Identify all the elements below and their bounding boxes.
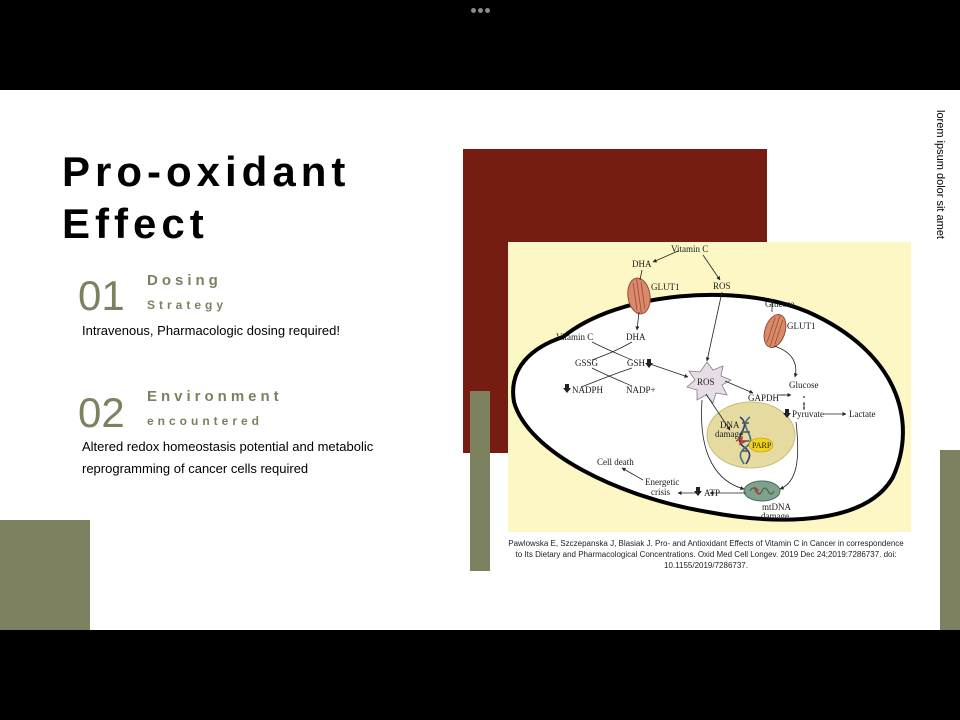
title-line-2: Effect — [62, 200, 209, 247]
label-mtdna-damage-line-2: damage — [761, 511, 789, 521]
decor-green-block-left — [0, 520, 90, 630]
label-cell-death: Cell death — [597, 457, 634, 467]
citation-line-3: 10.1155/2019/7286737. — [664, 561, 748, 570]
label-glucose-inner: Glucose — [789, 380, 819, 390]
figure-citation: Pawlowska E, Szczepanska J, Blasiak J. P… — [506, 538, 906, 571]
label-glucose-top: Glucose — [765, 299, 795, 309]
item-description-01: Intravenous, Pharmacologic dosing requir… — [82, 320, 340, 342]
decor-green-bar-right — [940, 450, 960, 630]
label-vitamin-c-inner: Vitamin C — [556, 332, 593, 342]
vitamin-c-mechanism-figure: Vitamin C DHA ROS GLUT1 Glucose GLUT1 Vi… — [508, 242, 911, 532]
label-glut1-left: GLUT1 — [651, 282, 680, 292]
label-nadph: NADPH — [572, 385, 604, 395]
label-ros-top: ROS — [713, 281, 731, 291]
glut1-transporter-right — [763, 314, 787, 348]
title-line-1: Pro-oxidant — [62, 148, 351, 195]
label-dna-damage-line-2: damage — [715, 429, 743, 439]
pathway-arrows — [580, 250, 847, 495]
cell-diagram: Vitamin C DHA ROS GLUT1 Glucose GLUT1 Vi… — [511, 244, 905, 522]
label-parp: PARP — [752, 441, 772, 450]
pathway-dots — [803, 396, 805, 409]
slide-title: Pro-oxidant Effect — [62, 146, 350, 250]
glut1-transporter-left — [627, 277, 651, 315]
dna-helix-icon — [738, 416, 752, 465]
window-menu-dots-icon[interactable] — [471, 8, 491, 14]
decor-green-bar-center — [470, 391, 490, 571]
label-ros-center: ROS — [697, 377, 715, 387]
label-mtdna-damage-line-1: mtDNA — [762, 502, 792, 512]
bottom-bar — [0, 630, 960, 720]
label-dna-damage-line-1: DNA — [720, 420, 740, 430]
dna-break-icon — [735, 436, 747, 446]
label-energetic-crisis-line-2: crisis — [651, 487, 670, 497]
item-description-02: Altered redox homeostasis potential and … — [82, 436, 373, 480]
item-label-strategy: Strategy — [147, 298, 228, 312]
citation-line-2: to Its Dietary and Pharmacological Conce… — [515, 550, 897, 559]
slide: Pro-oxidant Effect 01 Dosing Strategy In… — [0, 90, 960, 630]
label-pyruvate: Pyruvate — [792, 409, 824, 419]
label-lactate: Lactate — [849, 409, 875, 419]
label-nadp: NADP+ — [626, 385, 656, 395]
top-bar — [0, 0, 960, 90]
item-description-01-line-1: Intravenous, Pharmacologic dosing requir… — [82, 323, 340, 338]
cell-membrane — [511, 292, 905, 522]
ros-burst-icon — [686, 361, 732, 404]
citation-line-1: Pawlowska E, Szczepanska J, Blasiak J. P… — [508, 539, 904, 548]
label-gssg: GSSG — [575, 358, 599, 368]
item-number-01: 01 — [78, 272, 125, 319]
label-energetic-crisis-line-1: Energetic — [645, 477, 679, 487]
label-dha-inner: DHA — [626, 332, 646, 342]
label-glut1-right: GLUT1 — [787, 321, 816, 331]
label-gapdh: GAPDH — [748, 393, 780, 403]
decrease-arrows — [563, 359, 791, 496]
item-number-02: 02 — [78, 389, 125, 436]
item-label-encountered: encountered — [147, 414, 264, 428]
item-label-environment: Environment — [147, 388, 283, 405]
parp-protein — [748, 437, 774, 453]
label-atp: ATP — [704, 488, 720, 498]
item-description-02-line-1: Altered redox homeostasis potential and … — [82, 439, 374, 454]
item-label-dosing: Dosing — [147, 272, 222, 289]
label-gsh: GSH — [627, 358, 646, 368]
label-dha-top: DHA — [632, 259, 652, 269]
side-caption: lorem ipsum dolor sit amet — [934, 110, 946, 239]
label-vitamin-c-top: Vitamin C — [671, 244, 708, 254]
nucleus — [706, 401, 796, 469]
item-description-02-line-2: reprogramming of cancer cells required — [82, 461, 309, 476]
